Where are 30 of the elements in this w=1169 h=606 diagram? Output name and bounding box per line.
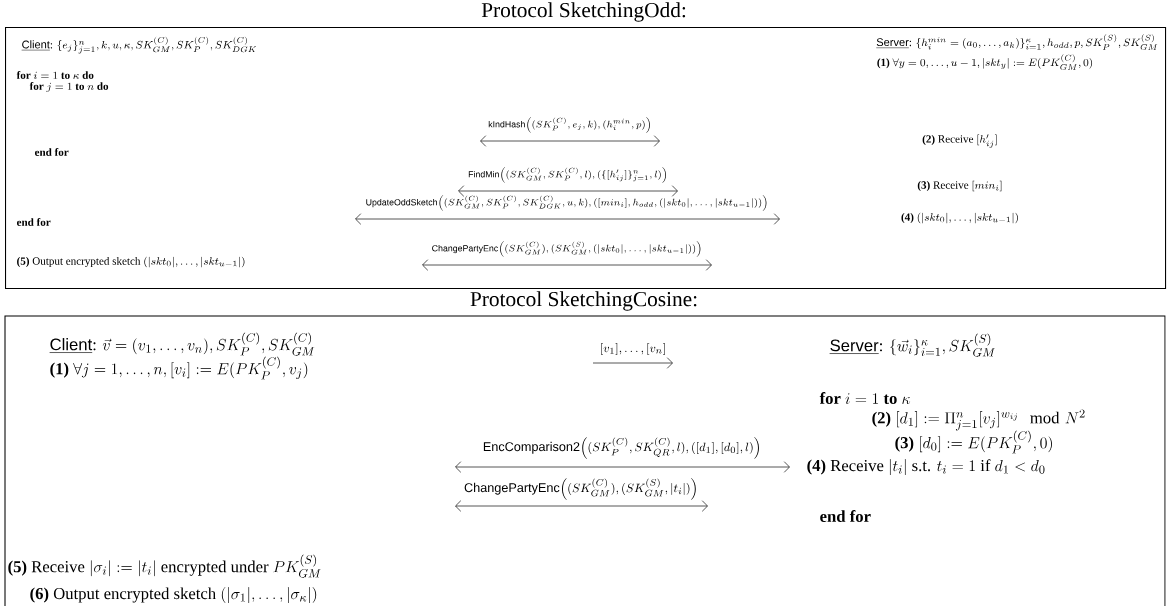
protocol-step: $\textbf{(2)} \text{ Receive } [h'_{ij}]$ xyxy=(922,134,997,148)
protocol-title: Protocol SketchingCosine: xyxy=(470,291,697,311)
message-label: $\textsf{kIndHash}\Big((SK_P^{(C)},e_j,k),(h_i^{min},p)\Big)$ xyxy=(488,117,650,133)
message-label: $\textsf{ChangePartyEnc}\Big((SK_{GM}^{(C)}),(SK_{GM}^{(S)},(|skt_0|,\ldots,|skt_{u-1}|))\Big)$ xyxy=(432,241,701,257)
protocol-step: $\textbf{(3)} \text{ Receive } [min_i]$ xyxy=(917,180,1002,192)
protocol-step: $\textbf{(1)}\ \forall y=0,\ldots,u-1, |skt_y| := E(PK_{GM}^{(C)},0)$ xyxy=(877,54,1093,70)
message-label: $\textsf{ChangePartyEnc}\Big((SK_{GM}^{(C)}),(SK_{GM}^{(S)},|t_i|)\Big)$ xyxy=(464,478,696,500)
party-inputs: $\underline{\textsf{Server}}\text{: } \{\vec{w}_i\}_{i=1}^{\kappa}, SK_{GM}^{(S)}$ xyxy=(829,333,995,357)
protocol-step: $\textbf{(1)}\ \forall j=1,\ldots,n,[v_i] := E(PK_P^{(C)},v_j)$ xyxy=(50,356,308,380)
loop-statement: $\textbf{for } j=1 \textbf{ to } n \textbf{ do}$ xyxy=(29,82,109,93)
protocol-step: $\textbf{(5)} \text{ Output encrypted sketch } (|skt_0|,\ldots,|skt_{u-1}|)$ xyxy=(17,256,245,268)
protocol-step: $\textbf{(4)}\ (|skt_0|,\ldots,|skt_{u-1}|)$ xyxy=(901,212,1018,224)
protocol-step: $\textbf{(4)} \text{ Receive } |t_i| \text{ s.t. } t_i=1 \text{ if } d_1<d_0$ xyxy=(807,459,1045,475)
message-label: $\textsf{FindMin}\Big((SK_{GM}^{(C)},SK_P^{(C)},l),(\{[h'_{ij}]\}_{j=1}^n,l)\Big)$ xyxy=(468,167,666,183)
loop-statement: $\textbf{for } i=1 \textbf{ to } \kappa$ xyxy=(819,392,911,404)
loop-statement: $\textbf{end for}$ xyxy=(17,218,51,226)
party-inputs: $\underline{\textsf{Client}}\text{: } \{e_j\}_{j=1}^n, k, u, \kappa, SK_{GM}^{(C)}, SK_P^{(C)}, SK_{DGK}^{(C)}$ xyxy=(21,36,256,54)
loop-statement: $\textbf{end for}$ xyxy=(35,148,69,156)
message-label: $[v_1],\ldots,[v_n]$ xyxy=(601,343,665,355)
loop-statement: $\textbf{for } i=1 \textbf{ to } \kappa \textbf{ do}$ xyxy=(16,71,94,79)
protocol-step: $\textbf{(6)} \text{ Output encrypted sketch } (|\sigma_1|,\ldots,|\sigma_\kappa|)$ xyxy=(30,587,317,603)
loop-statement: $\textbf{end for}$ xyxy=(820,510,871,522)
protocol-step: $\textbf{(3)}\ [d_0] := E(PK_P^{(C)},0)$ xyxy=(895,430,1052,454)
party-inputs: $\underline{\textsf{Client}}\text{: } \vec{v}=(v_1,\ldots,v_n), SK_P^{(C)}, SK_{GM}^{(C)}$ xyxy=(49,332,315,356)
message-label: $\textsf{UpdateOddSketch}\Big((SK_{GM}^{(C)},SK_P^{(C)},SK_{DGK}^{(C)},u,k),([min_i],h_{odd},(|skt_0|,\ldots,|skt_{u-1}|))\Big)$ xyxy=(366,195,767,211)
party-inputs: $\underline{\textsf{Server}}\text{: } \{h_i^{min}=(a_0,\ldots,a_k)\}_{i=1}^{\kappa}, h_{odd}, p, SK_P^{(S)}, SK_{GM}^{(S)}$ xyxy=(876,34,1158,50)
protocol-step: $\textbf{(5)} \text{ Receive } |\sigma_i| := |t_i| \text{ encrypted under } PK_{GM}^{(S)}$ xyxy=(8,554,321,578)
message-label: $\textsf{EncComparison2}\Big((SK_P^{(C)},SK_{QR}^{(C)},l),([d_1],[d_0],l)\Big)$ xyxy=(483,437,759,459)
protocol-step: $\textbf{(2)}\ [d_1] := \Pi_{j=1}^n [v_j]^{w_{ij}} \mod N^2$ xyxy=(872,409,1085,431)
protocol-title: Protocol SketchingOdd: xyxy=(481,2,686,22)
